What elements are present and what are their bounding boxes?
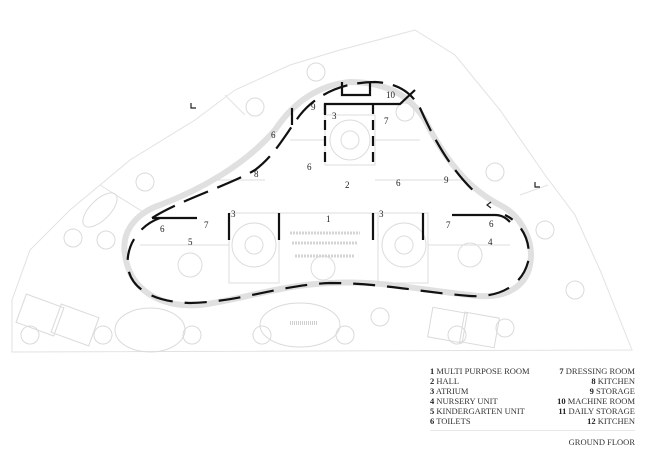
room-number-label: 7 [204,220,209,230]
room-number-label: 5 [188,237,193,247]
floor-label: GROUND FLOOR [568,437,635,447]
legend-item: 2 HALL [430,376,460,386]
floor-plan: 1 2 3 3 3 4 5 6 6 6 6 6 7 7 7 8 9 9 10 [11,29,633,353]
room-number-label: 6 [396,178,401,188]
room-number-label: 6 [307,162,312,172]
legend-left-column: 1 MULTI PURPOSE ROOM 2 HALL 3 ATRIUM 4 N… [430,366,530,426]
room-number-label: 9 [311,102,316,112]
room-number-label: 10 [386,90,395,100]
room-number-label: 6 [271,130,276,140]
room-number-label: 6 [160,224,165,234]
legend-item: 10 MACHINE ROOM [557,396,635,406]
room-number-label: 1 [326,214,331,224]
legend-item: 9 STORAGE [589,386,635,396]
legend-item: 3 ATRIUM [430,386,469,396]
room-number-label: 8 [254,169,259,179]
floor-plan-drawing [11,29,633,353]
legend-right-column: 7 DRESSING ROOM 8 KITCHEN 9 STORAGE 10 M… [557,366,635,426]
room-number-label: 7 [384,116,389,126]
room-number-label: 6 [489,219,494,229]
legend-item: 12 KITCHEN [587,416,635,426]
room-number-label: 4 [488,237,493,247]
room-number-label: 9 [444,175,449,185]
legend-divider [430,430,635,431]
room-number-label: 3 [379,209,384,219]
room-number-label: 7 [446,220,451,230]
legend-item: 1 MULTI PURPOSE ROOM [430,366,530,376]
room-number-label: 2 [345,180,350,190]
legend-item: 8 KITCHEN [591,376,635,386]
legend-item: 6 TOILETS [430,416,471,426]
walls [126,80,530,305]
legend-item: 5 KINDERGARTEN UNIT [430,406,525,416]
legend-item: 11 DAILY STORAGE [558,406,635,416]
legend-item: 4 NURSERY UNIT [430,396,498,406]
room-number-label: 3 [231,209,236,219]
legend-item: 7 DRESSING ROOM [559,366,635,376]
room-number-label: 3 [332,111,337,121]
